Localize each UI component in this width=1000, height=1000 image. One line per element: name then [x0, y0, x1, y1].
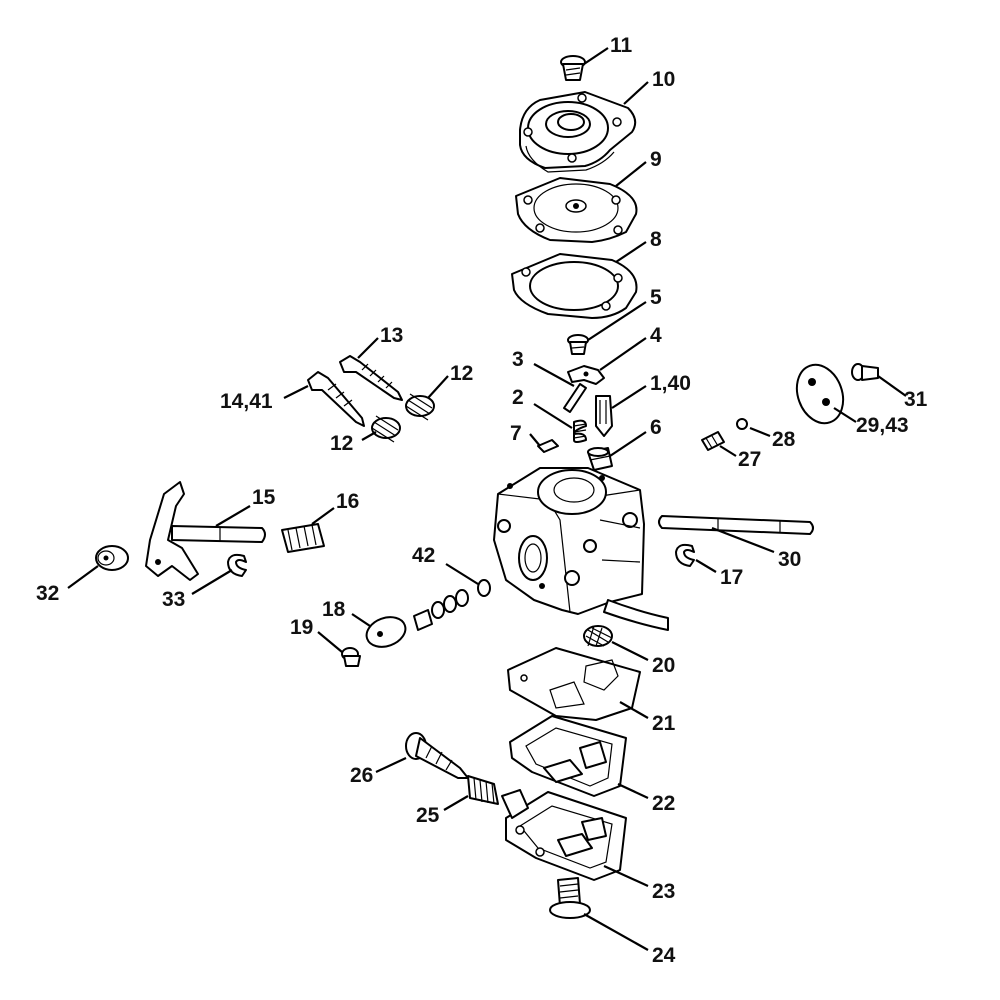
label-9: 9 — [650, 148, 662, 171]
part-15-choke-lever — [145, 481, 266, 581]
part-labels: 11 10 9 8 5 4 3 1,40 2 7 6 13 12 14,41 1… — [36, 34, 928, 967]
part-12-spring-upper — [405, 393, 435, 421]
part-21-metering-diaphragm — [507, 647, 641, 721]
part-22-gasket — [509, 715, 627, 797]
part-8-gasket — [511, 253, 638, 319]
label-31: 31 — [904, 388, 928, 411]
label-15: 15 — [252, 486, 276, 509]
part-33-clip — [227, 553, 247, 577]
label-23: 23 — [652, 880, 675, 903]
label-12-upper: 12 — [450, 362, 473, 385]
part-30-throttle-shaft — [658, 515, 814, 535]
part-12-spring-lower — [371, 415, 401, 443]
label-11: 11 — [610, 34, 633, 57]
label-33: 33 — [162, 588, 185, 611]
part-20-strainer — [583, 625, 613, 647]
label-3: 3 — [512, 348, 524, 371]
leader-lines — [67, 47, 907, 951]
label-6: 6 — [650, 416, 662, 439]
label-24: 24 — [652, 944, 676, 967]
part-42-spring-set — [413, 579, 491, 631]
part-10-pump-cover — [519, 91, 637, 173]
part-fuel-hose — [603, 599, 669, 631]
label-18: 18 — [322, 598, 346, 621]
label-12-lower: 12 — [330, 432, 353, 455]
part-1-40-inlet-needle — [595, 395, 613, 437]
part-11-screw — [560, 55, 586, 81]
label-22: 22 — [652, 792, 675, 815]
part-6-fitting — [587, 447, 613, 471]
part-carburetor-body — [493, 467, 645, 615]
label-30: 30 — [778, 548, 801, 571]
part-16-return-spring — [281, 523, 325, 553]
label-25: 25 — [416, 804, 440, 827]
part-31-screw — [851, 363, 879, 381]
part-18-plate — [365, 616, 407, 648]
label-26: 26 — [350, 764, 373, 787]
label-29-43: 29,43 — [856, 414, 909, 437]
part-32-bushing — [95, 545, 129, 571]
label-17: 17 — [720, 566, 743, 589]
label-13: 13 — [380, 324, 403, 347]
part-7-plug — [537, 439, 559, 453]
label-5: 5 — [650, 286, 662, 309]
part-9-pump-diaphragm — [515, 177, 638, 243]
label-19: 19 — [290, 616, 313, 639]
part-5-screw — [567, 334, 589, 355]
label-28: 28 — [772, 428, 796, 451]
part-26-screw — [405, 732, 469, 779]
label-7: 7 — [510, 422, 522, 445]
label-1-40: 1,40 — [650, 372, 691, 395]
part-4-inlet-lever — [567, 365, 605, 385]
label-14-41: 14,41 — [220, 390, 273, 413]
label-16: 16 — [336, 490, 359, 513]
label-4: 4 — [650, 324, 662, 347]
part-25-spring — [467, 775, 499, 805]
label-21: 21 — [652, 712, 676, 735]
label-42: 42 — [412, 544, 435, 567]
part-23-metering-cover — [501, 789, 627, 881]
part-2-spring — [573, 419, 587, 443]
part-19-screw — [341, 647, 361, 667]
part-13-adjusting-screw — [339, 355, 403, 401]
part-3-lever-pin — [563, 383, 587, 413]
part-27-spring — [701, 431, 725, 451]
label-27: 27 — [738, 448, 761, 471]
part-14-41-adjusting-screw — [307, 371, 365, 427]
label-10: 10 — [652, 68, 675, 91]
part-24-screw — [549, 877, 591, 919]
label-20: 20 — [652, 654, 675, 677]
label-8: 8 — [650, 228, 662, 251]
label-32: 32 — [36, 582, 59, 605]
part-28-ball — [736, 418, 748, 430]
label-2: 2 — [512, 386, 524, 409]
part-17-clip — [675, 543, 695, 567]
part-29-43-throttle-plate — [795, 363, 845, 425]
